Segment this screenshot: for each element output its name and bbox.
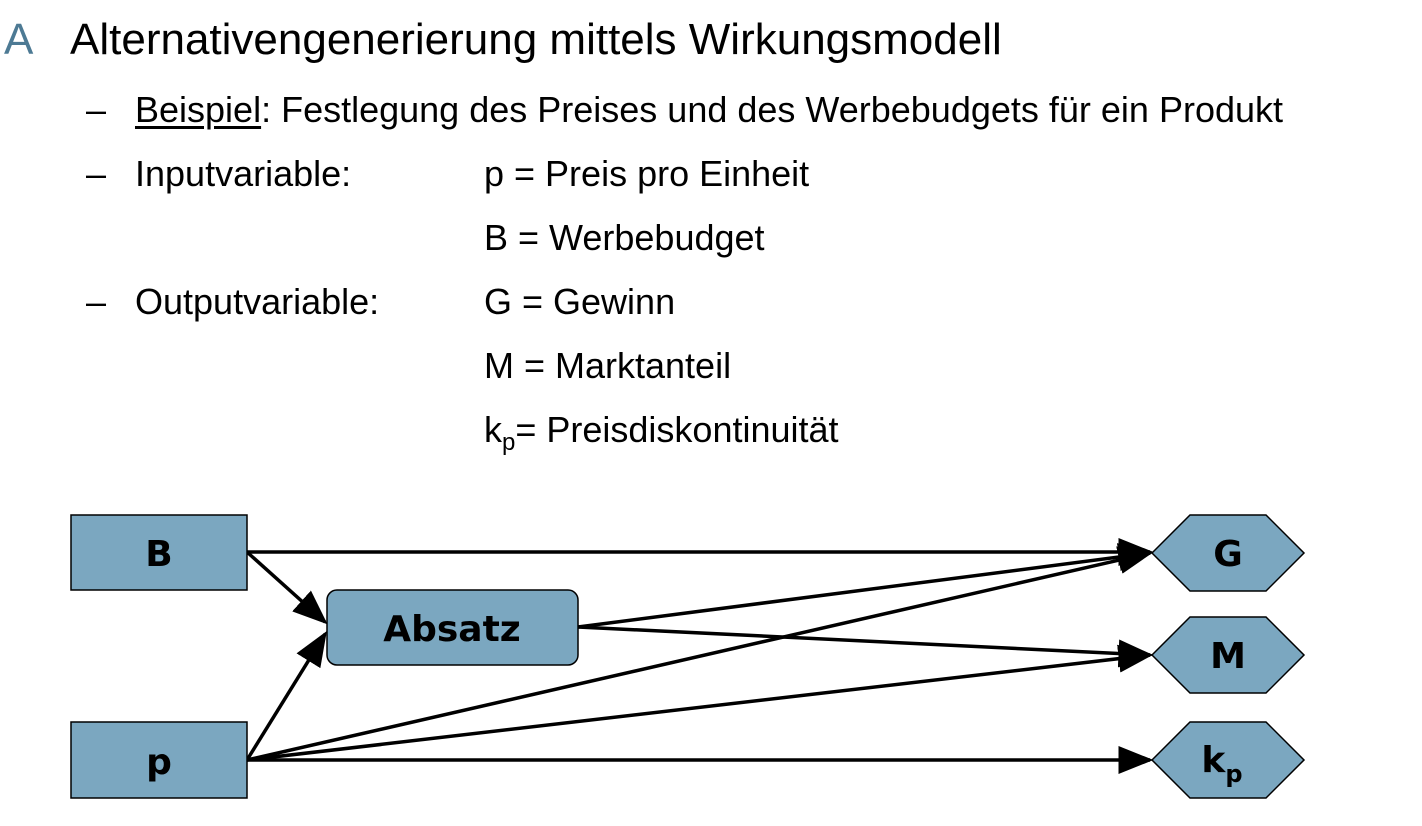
heading-marker: A — [4, 15, 34, 64]
edge-b-to-absatz — [245, 550, 328, 625]
output-value-kp: kp= Preisdiskontinuität — [484, 408, 839, 455]
kp-rest: = Preisdiskontinuität — [515, 409, 839, 450]
node-m-label: M — [1210, 636, 1246, 677]
node-p-label: p — [146, 742, 172, 783]
node-p: p — [70, 721, 248, 799]
node-g: G — [1150, 514, 1306, 592]
node-kp-main: k — [1201, 740, 1226, 781]
input-label: Inputvariable: — [135, 153, 352, 194]
node-absatz: Absatz — [326, 589, 579, 666]
kp-main: k — [484, 409, 502, 450]
diagram-edges — [245, 538, 1154, 774]
node-absatz-label: Absatz — [383, 609, 521, 650]
output-label: Outputvariable: — [135, 281, 380, 322]
node-kp-label: kp — [1201, 740, 1242, 788]
example-text: : Festlegung des Preises und des Werbebu… — [261, 89, 1284, 130]
kp-sub: p — [502, 429, 516, 456]
node-b-label: B — [145, 534, 172, 575]
output-value-marktanteil: M = Marktanteil — [484, 345, 732, 386]
node-kp-sub: p — [1225, 760, 1242, 788]
input-value-price: p = Preis pro Einheit — [484, 153, 810, 194]
edge-p-to-absatz — [245, 631, 327, 761]
edge-absatz-to-m — [577, 625, 1154, 668]
edge-p-to-m — [246, 644, 1154, 762]
node-b: B — [70, 514, 248, 591]
bullet-example: Beispiel: Festlegung des Preises und des… — [135, 88, 1283, 132]
input-value-budget: B = Werbebudget — [484, 217, 765, 258]
edge-absatz-to-g — [577, 543, 1154, 629]
node-kp: kp — [1150, 721, 1306, 799]
bullet-dash-output: – — [86, 281, 107, 322]
node-m: M — [1150, 616, 1306, 694]
node-g-label: G — [1213, 534, 1243, 575]
output-value-gewinn: G = Gewinn — [484, 281, 676, 322]
edge-p-to-g — [246, 546, 1154, 762]
bullet-dash-example: – — [86, 89, 107, 130]
bullet-dash-input: – — [86, 153, 107, 194]
slide-heading: A Alternativengenerierung mittels Wirkun… — [4, 10, 1002, 70]
example-label: Beispiel — [135, 89, 262, 130]
heading-title: Alternativengenerierung mittels Wirkungs… — [70, 15, 1002, 64]
